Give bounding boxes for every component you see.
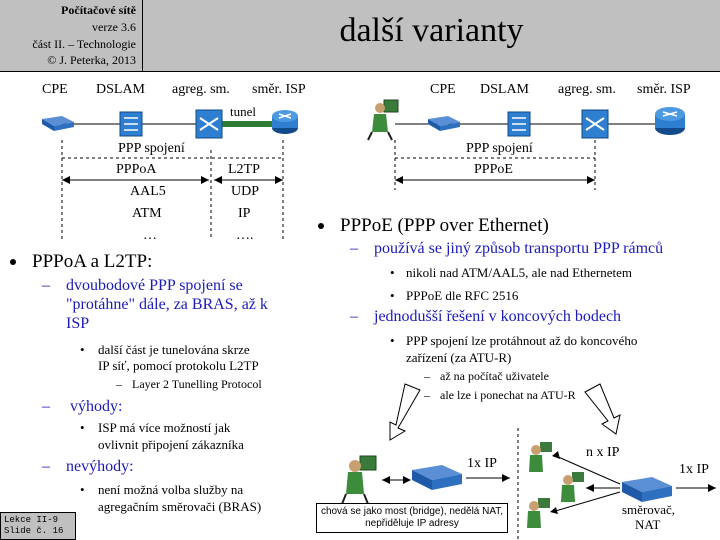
label-aal5: AAL5 — [130, 184, 166, 199]
hollow-arrow-right — [584, 383, 621, 435]
text-r-l2a: používá se jiný způsob transportu PPP rá… — [374, 240, 664, 257]
text-r-l4b-2: ale lze i ponechat na ATU-R — [440, 388, 576, 402]
slide-number: Lekce II-9 Slide č. 16 — [0, 512, 76, 540]
aggregation-switch-icon-2 — [581, 109, 609, 139]
label-tunel: tunel — [230, 104, 256, 119]
dash-2: – — [42, 398, 50, 415]
isp-router-icon — [272, 110, 298, 134]
text-l3b-2: ovlivnit připojení zákazníka — [98, 437, 244, 452]
label-1x-ip-right: 1x IP — [679, 462, 709, 477]
aggregation-switch-icon — [195, 109, 223, 139]
bullet-pppoa-l2tp: PPPoA a L2TP: — [32, 251, 153, 272]
dash-r-l4b: – — [424, 388, 430, 402]
label-pppoa: PPPoA — [116, 162, 157, 177]
text-l2a-3: ISP — [66, 315, 90, 332]
dot-r3: • — [390, 333, 395, 348]
text-r-l2b: jednodušší řešení v koncových bodech — [374, 308, 622, 325]
label-n-x-ip: n x IP — [586, 445, 620, 460]
label-dots2: …. — [236, 228, 254, 243]
course-author: © J. Peterka, 2013 — [47, 53, 136, 67]
label-smer-2: směr. ISP — [637, 82, 691, 97]
dash-r2: – — [350, 308, 358, 325]
text-l3b-1: ISP má více možností jak — [98, 420, 231, 435]
isp-router-icon-2 — [655, 107, 685, 135]
course-version: verze 3.6 — [92, 20, 136, 34]
label-agreg: agreg. sm. — [172, 82, 230, 97]
text-l3c-1: není možná volba služby na — [98, 482, 244, 497]
dash-3: – — [42, 458, 50, 475]
label-ppp-spojeni: PPP spojení — [118, 141, 185, 156]
label-cpe: CPE — [42, 82, 68, 97]
label-router-2: NAT — [635, 517, 661, 532]
bottom-bridge-modem-icon — [412, 465, 462, 490]
label-l2tp: L2TP — [228, 162, 260, 177]
dot-1: • — [80, 342, 85, 357]
text-r-l3b-1: PPP spojení lze protáhnout až do koncové… — [406, 333, 638, 348]
user-computer-icon — [367, 99, 399, 141]
label-atm: ATM — [132, 206, 162, 221]
text-nevyhody: nevýhody: — [66, 458, 134, 475]
label-agreg-2: agreg. sm. — [558, 82, 616, 97]
title-band — [143, 0, 720, 72]
dot-r1: • — [390, 265, 395, 280]
text-l2a-1: dvoubodové PPP spojení se — [66, 277, 243, 294]
label-cpe-2: CPE — [430, 82, 456, 97]
text-r-l3a-1: nikoli nad ATM/AAL5, ale nad Ethernetem — [406, 265, 633, 280]
label-udp: UDP — [231, 184, 260, 199]
text-l3c-2: agregačním směrovači (BRAS) — [98, 499, 262, 514]
dot-r2: • — [390, 288, 395, 303]
slide-number-line2: Slide č. 16 — [4, 526, 64, 536]
label-ip: IP — [238, 206, 251, 221]
text-l3a-1: další část je tunelována skrze — [98, 342, 250, 357]
label-1x-ip-left: 1x IP — [467, 456, 497, 471]
tunnel-bar — [222, 121, 272, 127]
dash-l4a: – — [116, 377, 122, 391]
bottom-user-computer-icon — [341, 455, 377, 505]
bottom-nat-router-icon — [622, 477, 672, 502]
cpe-modem-icon-2 — [428, 116, 460, 131]
bottom-computer-3-icon — [527, 498, 550, 528]
text-l3a-2: IP síť, pomocí protokolu L2TP — [98, 358, 259, 373]
bridge-note: chová se jako most (bridge), nedělá NAT,… — [316, 503, 508, 533]
hollow-arrow-left — [389, 383, 421, 441]
label-dslam-2: DSLAM — [480, 82, 530, 97]
text-vyhody: výhody: — [70, 398, 123, 415]
label-ppp-spojeni-2: PPP spojení — [466, 141, 533, 156]
bottom-computer-1-icon — [529, 442, 552, 472]
cpe-modem-icon — [42, 116, 74, 131]
bullet-pppoe: PPPoE (PPP over Ethernet) — [340, 215, 549, 236]
dash-1: – — [42, 277, 50, 294]
course-info: Počítačové sítě verze 3.6 část II. – Tec… — [0, 0, 143, 72]
text-r-l3b-2: zařízení (za ATU-R) — [406, 350, 512, 365]
dslam-icon — [119, 111, 143, 137]
dash-r-l4a: – — [424, 369, 430, 383]
dslam-icon-2 — [507, 111, 531, 137]
dot-2: • — [80, 420, 85, 435]
text-r-l3a-2: PPPoE dle RFC 2516 — [406, 288, 519, 303]
dash-r1: – — [350, 240, 358, 257]
label-router-1: směrovač, — [622, 502, 676, 517]
slide-number-line1: Lekce II-9 — [4, 515, 59, 525]
bottom-computer-2-icon — [561, 472, 584, 502]
text-l4a: Layer 2 Tunelling Protocol — [132, 377, 262, 391]
course-name: Počítačové sítě — [61, 3, 136, 17]
slide-title: další varianty — [339, 12, 524, 49]
text-r-l4b-1: až na počítač uživatele — [440, 369, 549, 383]
label-pppoe: PPPoE — [474, 162, 513, 177]
course-part: část II. – Technologie — [32, 37, 136, 51]
label-dots1: … — [143, 228, 157, 243]
text-l2a-2: "protáhne" dále, za BRAS, až k — [66, 296, 268, 313]
label-smer: směr. ISP — [252, 82, 306, 97]
label-dslam: DSLAM — [96, 82, 146, 97]
dot-3: • — [80, 482, 85, 497]
